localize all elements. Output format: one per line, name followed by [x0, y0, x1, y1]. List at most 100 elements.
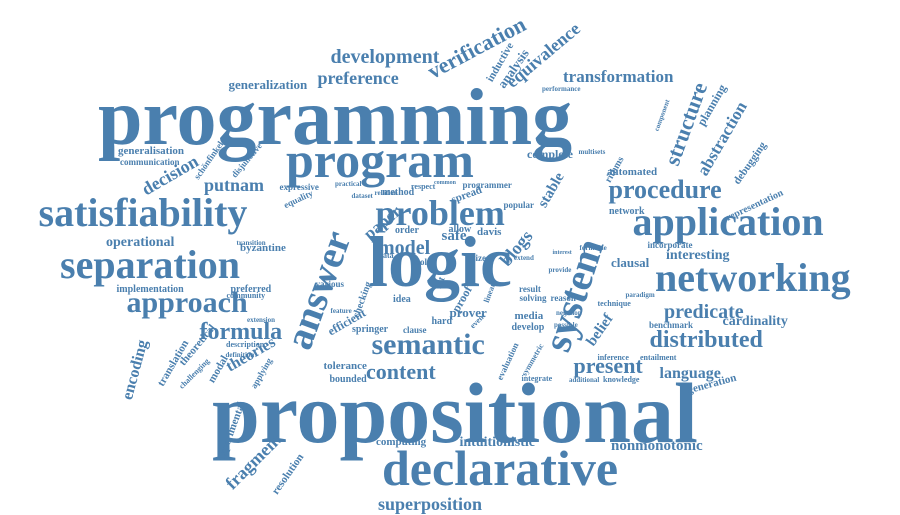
cloud-word: knowledge: [603, 375, 640, 384]
cloud-word: formula: [199, 319, 283, 345]
cloud-word: procedure: [608, 175, 722, 204]
cloud-word: communication: [120, 156, 180, 167]
cloud-word: implementation: [116, 284, 184, 295]
cloud-word: springer: [352, 324, 389, 335]
cloud-word: debugging: [730, 139, 769, 187]
cloud-word: extension: [247, 315, 275, 324]
cloud-word: interest: [552, 250, 572, 256]
cloud-word: encoding: [118, 338, 151, 402]
cloud-word: stable: [535, 169, 568, 210]
cloud-word: develop: [511, 322, 545, 333]
cloud-word: generalisation: [118, 144, 184, 157]
cloud-word: model: [378, 237, 431, 259]
cloud-word: cardinality: [722, 314, 788, 329]
cloud-word: preference: [317, 68, 399, 88]
cloud-word: distributed: [649, 327, 763, 353]
cloud-word: approach: [126, 286, 248, 319]
cloud-word: byzantine: [240, 241, 286, 254]
cloud-word: expressive: [279, 181, 319, 192]
cloud-word: media: [514, 309, 544, 322]
cloud-word: benchmark: [649, 319, 694, 330]
cloud-word: separation: [60, 242, 240, 287]
cloud-word: interesting: [666, 248, 730, 263]
cloud-word: additional: [569, 375, 600, 384]
cloud-word: prover: [449, 304, 487, 320]
cloud-word: complete: [527, 147, 573, 161]
cloud-word: safe: [441, 227, 467, 244]
cloud-word: development: [330, 46, 440, 68]
cloud-word: content: [366, 359, 436, 384]
cloud-word: respect: [411, 182, 436, 191]
cloud-word: superposition: [378, 494, 483, 514]
cloud-word: preferred: [230, 284, 272, 295]
cloud-word: bounded: [329, 374, 367, 385]
cloud-word: davis: [477, 225, 502, 238]
cloud-word: clausal: [611, 254, 650, 270]
cloud-word: definition: [225, 350, 255, 359]
cloud-word: present: [573, 353, 643, 378]
cloud-word: performance: [542, 84, 581, 93]
cloud-word: formulae: [579, 243, 607, 252]
cloud-word: generalization: [228, 76, 308, 92]
cloud-word: nonmonotonic: [611, 437, 703, 454]
cloud-word: description: [226, 340, 265, 349]
cloud-word: predicate: [664, 301, 744, 323]
cloud-word: negation: [556, 308, 582, 317]
cloud-word: tolerance: [323, 359, 367, 372]
cloud-word: order: [395, 225, 419, 236]
cloud-word: language: [659, 365, 721, 382]
cloud-word: declarative: [382, 440, 619, 496]
cloud-word: various: [315, 278, 345, 289]
cloud-word: entailment: [640, 353, 677, 362]
cloud-word: equality: [281, 187, 314, 210]
cloud-word: computing: [376, 435, 427, 448]
cloud-word: data: [378, 251, 394, 260]
cloud-word: dataset: [351, 191, 373, 200]
cloud-word: problem: [375, 193, 505, 233]
cloud-word: network: [609, 206, 645, 217]
cloud-word: component: [652, 97, 671, 132]
cloud-word: satisfiability: [38, 190, 248, 235]
cloud-word: community: [226, 291, 266, 300]
cloud-word: programmer: [462, 179, 512, 190]
cloud-word: extend: [514, 253, 534, 262]
cloud-word: transition: [236, 238, 266, 247]
cloud-word: networking: [655, 255, 851, 300]
cloud-word: idea: [393, 294, 411, 305]
cloud-word: technique: [597, 299, 631, 308]
cloud-word: clause: [403, 324, 427, 335]
cloud-word: answer: [275, 224, 360, 355]
cloud-word: hard: [431, 316, 453, 327]
cloud-word: incorporate: [647, 239, 693, 250]
cloud-word: automated: [607, 165, 658, 178]
cloud-word: feature: [330, 306, 352, 315]
cloud-word: common: [434, 180, 456, 186]
cloud-word: method: [382, 187, 415, 198]
cloud-word: allow: [448, 224, 472, 235]
cloud-word: reason: [550, 292, 576, 303]
cloud-word: logic: [368, 222, 512, 302]
cloud-word: programming: [98, 74, 573, 162]
cloud-word: popular: [503, 199, 535, 210]
cloud-word: result: [519, 283, 541, 294]
cloud-word: semantic: [371, 328, 485, 361]
cloud-word: transformation: [563, 66, 674, 86]
cloud-word: application: [632, 199, 824, 244]
cloud-word: intuitionistic: [459, 435, 535, 450]
cloud-word: solving: [519, 292, 547, 303]
cloud-word: program: [286, 132, 474, 188]
cloud-word: practical: [335, 179, 362, 188]
cloud-word: size: [472, 252, 486, 263]
cloud-word: integrate: [521, 374, 553, 383]
cloud-word: provide: [548, 265, 572, 274]
cloud-word: possible: [554, 320, 578, 329]
cloud-word: inference: [597, 353, 629, 362]
cloud-word: operational: [106, 235, 175, 250]
cloud-word: putnam: [204, 175, 265, 195]
cloud-word: paradigm: [625, 290, 655, 299]
cloud-word: tool: [412, 256, 428, 267]
cloud-word: propositional: [212, 365, 698, 461]
cloud-word: relation: [374, 188, 398, 197]
cloud-word: multisets: [578, 147, 606, 156]
